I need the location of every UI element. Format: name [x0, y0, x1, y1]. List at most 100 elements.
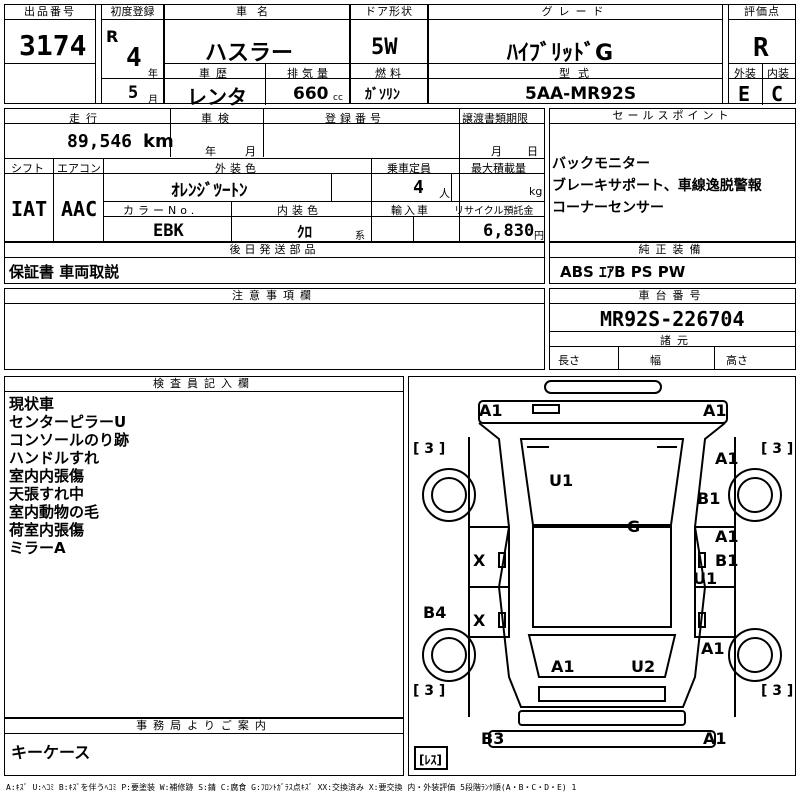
- reg-month: 5: [128, 83, 139, 103]
- color-no-label: カラーNo.: [123, 204, 199, 217]
- model: 5AA-MR92S: [525, 84, 637, 104]
- shift-label: シフト: [11, 162, 44, 175]
- chassis-box: 車台番号 MR92S-226704 諸元 長さ 幅 高さ: [549, 288, 796, 370]
- door-label: ドア形状: [351, 5, 427, 20]
- recycle-unit: 円: [534, 231, 544, 242]
- capacity-label: 乗車定員: [387, 162, 431, 175]
- displacement-label: 排気量: [287, 67, 332, 80]
- delivery-parts-label: 後日発送部品: [5, 243, 544, 258]
- first-registration-box: 初度登録 R 4 年 5 月: [101, 4, 164, 106]
- inspector-note-8: 荷室内張傷: [9, 521, 85, 539]
- capacity: 4: [413, 177, 424, 198]
- office-note: キーケース: [11, 743, 91, 762]
- interior-grade: C: [771, 82, 784, 106]
- tire-front-right: [ 3 ]: [761, 441, 794, 457]
- interior-color: ｸﾛ: [297, 223, 313, 241]
- color-no: EBK: [153, 221, 184, 241]
- notes-label: 注意事項欄: [5, 289, 544, 304]
- ac-label: エアコン: [57, 162, 101, 175]
- displacement: 660: [293, 84, 329, 104]
- sales-point-2: ブレーキサポート、車線逸脱警報: [552, 178, 762, 194]
- tire-rear-right: [ 3 ]: [761, 683, 794, 699]
- exterior-color-label: 外装色: [215, 162, 260, 175]
- inspector-note-3: コンソールのり跡: [9, 431, 130, 449]
- inspector-note-4: ハンドルすれ: [9, 449, 100, 467]
- car-history: レンタ: [187, 85, 247, 109]
- reg-year: 4: [126, 43, 142, 73]
- equipment-label: 純正装備: [550, 243, 795, 258]
- mark-a1-right-rear: A1: [701, 639, 725, 658]
- mark-a1-right-door: A1: [715, 527, 739, 546]
- recycle-label: リサイクル預託金: [454, 206, 534, 217]
- inspection-month-unit: 月: [245, 145, 256, 158]
- lot-number-box: 出品番号 3174: [4, 4, 96, 104]
- inspector-note-9: ミラーA: [9, 539, 66, 557]
- sales-point-3: コーナーセンサー: [552, 200, 664, 216]
- spare-tire: [ﾚｽ]: [419, 753, 442, 767]
- fuel-label: 燃料: [375, 67, 405, 80]
- chassis-label: 車台番号: [550, 289, 795, 304]
- sales-point-box: セールスポイント バックモニター ブレーキサポート、車線逸脱警報 コーナーセンサ…: [549, 108, 796, 242]
- transfer-day-unit: 日: [527, 145, 538, 158]
- car-history-label: 車歴: [199, 67, 233, 80]
- car-name-label: 車名: [165, 5, 349, 20]
- inspector-note-1: 現状車: [9, 395, 55, 413]
- grade-box: グレード ﾊｲﾌﾞﾘｯﾄﾞG 型式 5AA-MR92S: [428, 4, 723, 104]
- exterior-grade: E: [738, 82, 751, 106]
- inspector-box: 検査員記入欄 現状車 センターピラーU コンソールのり跡 ハンドルすれ 室内内張…: [4, 376, 404, 718]
- max-load-label: 最大積載量: [471, 162, 526, 175]
- height-label: 高さ: [726, 354, 748, 367]
- mark-x-left-rear-door: X: [473, 611, 486, 630]
- office-box: 事務局よりご案内 キーケース: [4, 718, 404, 776]
- mark-a1-rear-right: A1: [703, 729, 727, 748]
- mark-u2-rear: U2: [631, 657, 656, 676]
- door-type: 5W: [371, 35, 398, 60]
- mark-b1-right-fender: B1: [697, 489, 721, 508]
- inspector-label: 検査員記入欄: [5, 377, 403, 392]
- chassis-number: MR92S-226704: [600, 307, 745, 331]
- fuel: ｶﾞｿﾘﾝ: [365, 87, 400, 103]
- mark-b3-rear-left: B3: [481, 729, 505, 748]
- tire-rear-left: [ 3 ]: [413, 683, 446, 699]
- car-diagram: A1 A1 [ 3 ] [ 3 ] A1 U1 B1 G A1 X B1 U1 …: [408, 376, 796, 776]
- sales-point-1: バックモニター: [552, 156, 650, 172]
- mark-b1-right-door: B1: [715, 551, 739, 570]
- mark-a1-front-left: A1: [479, 401, 503, 420]
- reg-year-unit: 年: [148, 69, 158, 80]
- transfer-month-unit: 月: [491, 145, 502, 158]
- reg-number-label: 登録番号: [325, 112, 385, 125]
- mark-b4-left-quarter: B4: [423, 603, 447, 622]
- dimensions-label: 諸元: [660, 334, 694, 347]
- shift: IAT: [11, 197, 48, 221]
- inspection-year-unit: 年: [205, 145, 216, 158]
- lot-number-label: 出品番号: [5, 5, 95, 20]
- inspector-note-2: センターピラーU: [9, 413, 127, 431]
- equipment: ABS ｴｱB PS PW: [560, 263, 686, 281]
- car-outline: [414, 380, 782, 770]
- legend: A:ｷｽﾞ U:ﾍｺﾐ B:ｷｽﾞを伴うﾍｺﾐ P:要塗装 W:補修跡 S:錆 …: [6, 783, 577, 792]
- width-label: 幅: [650, 354, 661, 367]
- max-load-unit: kg: [529, 185, 543, 198]
- lot-number: 3174: [19, 29, 87, 62]
- delivery-parts: 保証書 車両取説: [9, 263, 120, 281]
- office-label: 事務局よりご案内: [5, 719, 403, 734]
- displacement-unit: cc: [333, 93, 343, 103]
- score: R: [753, 33, 769, 63]
- inspection-label: 車検: [201, 112, 235, 125]
- mark-a1-rear-center: A1: [551, 657, 575, 676]
- mileage: 89,546: [67, 131, 133, 152]
- inspector-note-6: 天張すれ中: [9, 485, 85, 503]
- inspector-note-7: 室内動物の毛: [9, 503, 100, 521]
- grade-label: グレード: [429, 5, 722, 20]
- exterior-color: ｵﾚﾝｼﾞﾂｰﾄﾝ: [171, 181, 248, 201]
- era: R: [106, 27, 119, 46]
- mileage-unit: km: [143, 131, 174, 152]
- exterior-label: 外装: [734, 67, 756, 80]
- mark-u1-right-pillar: U1: [693, 569, 718, 588]
- delivery-parts-box: 後日発送部品 保証書 車両取説: [4, 242, 545, 284]
- door-box: ドア形状 5W 燃料 ｶﾞｿﾘﾝ: [350, 4, 428, 104]
- mileage-label: 走行: [69, 112, 103, 125]
- equipment-box: 純正装備 ABS ｴｱB PS PW: [549, 242, 796, 284]
- length-label: 長さ: [558, 354, 580, 367]
- inspector-note-5: 室内内張傷: [9, 467, 85, 485]
